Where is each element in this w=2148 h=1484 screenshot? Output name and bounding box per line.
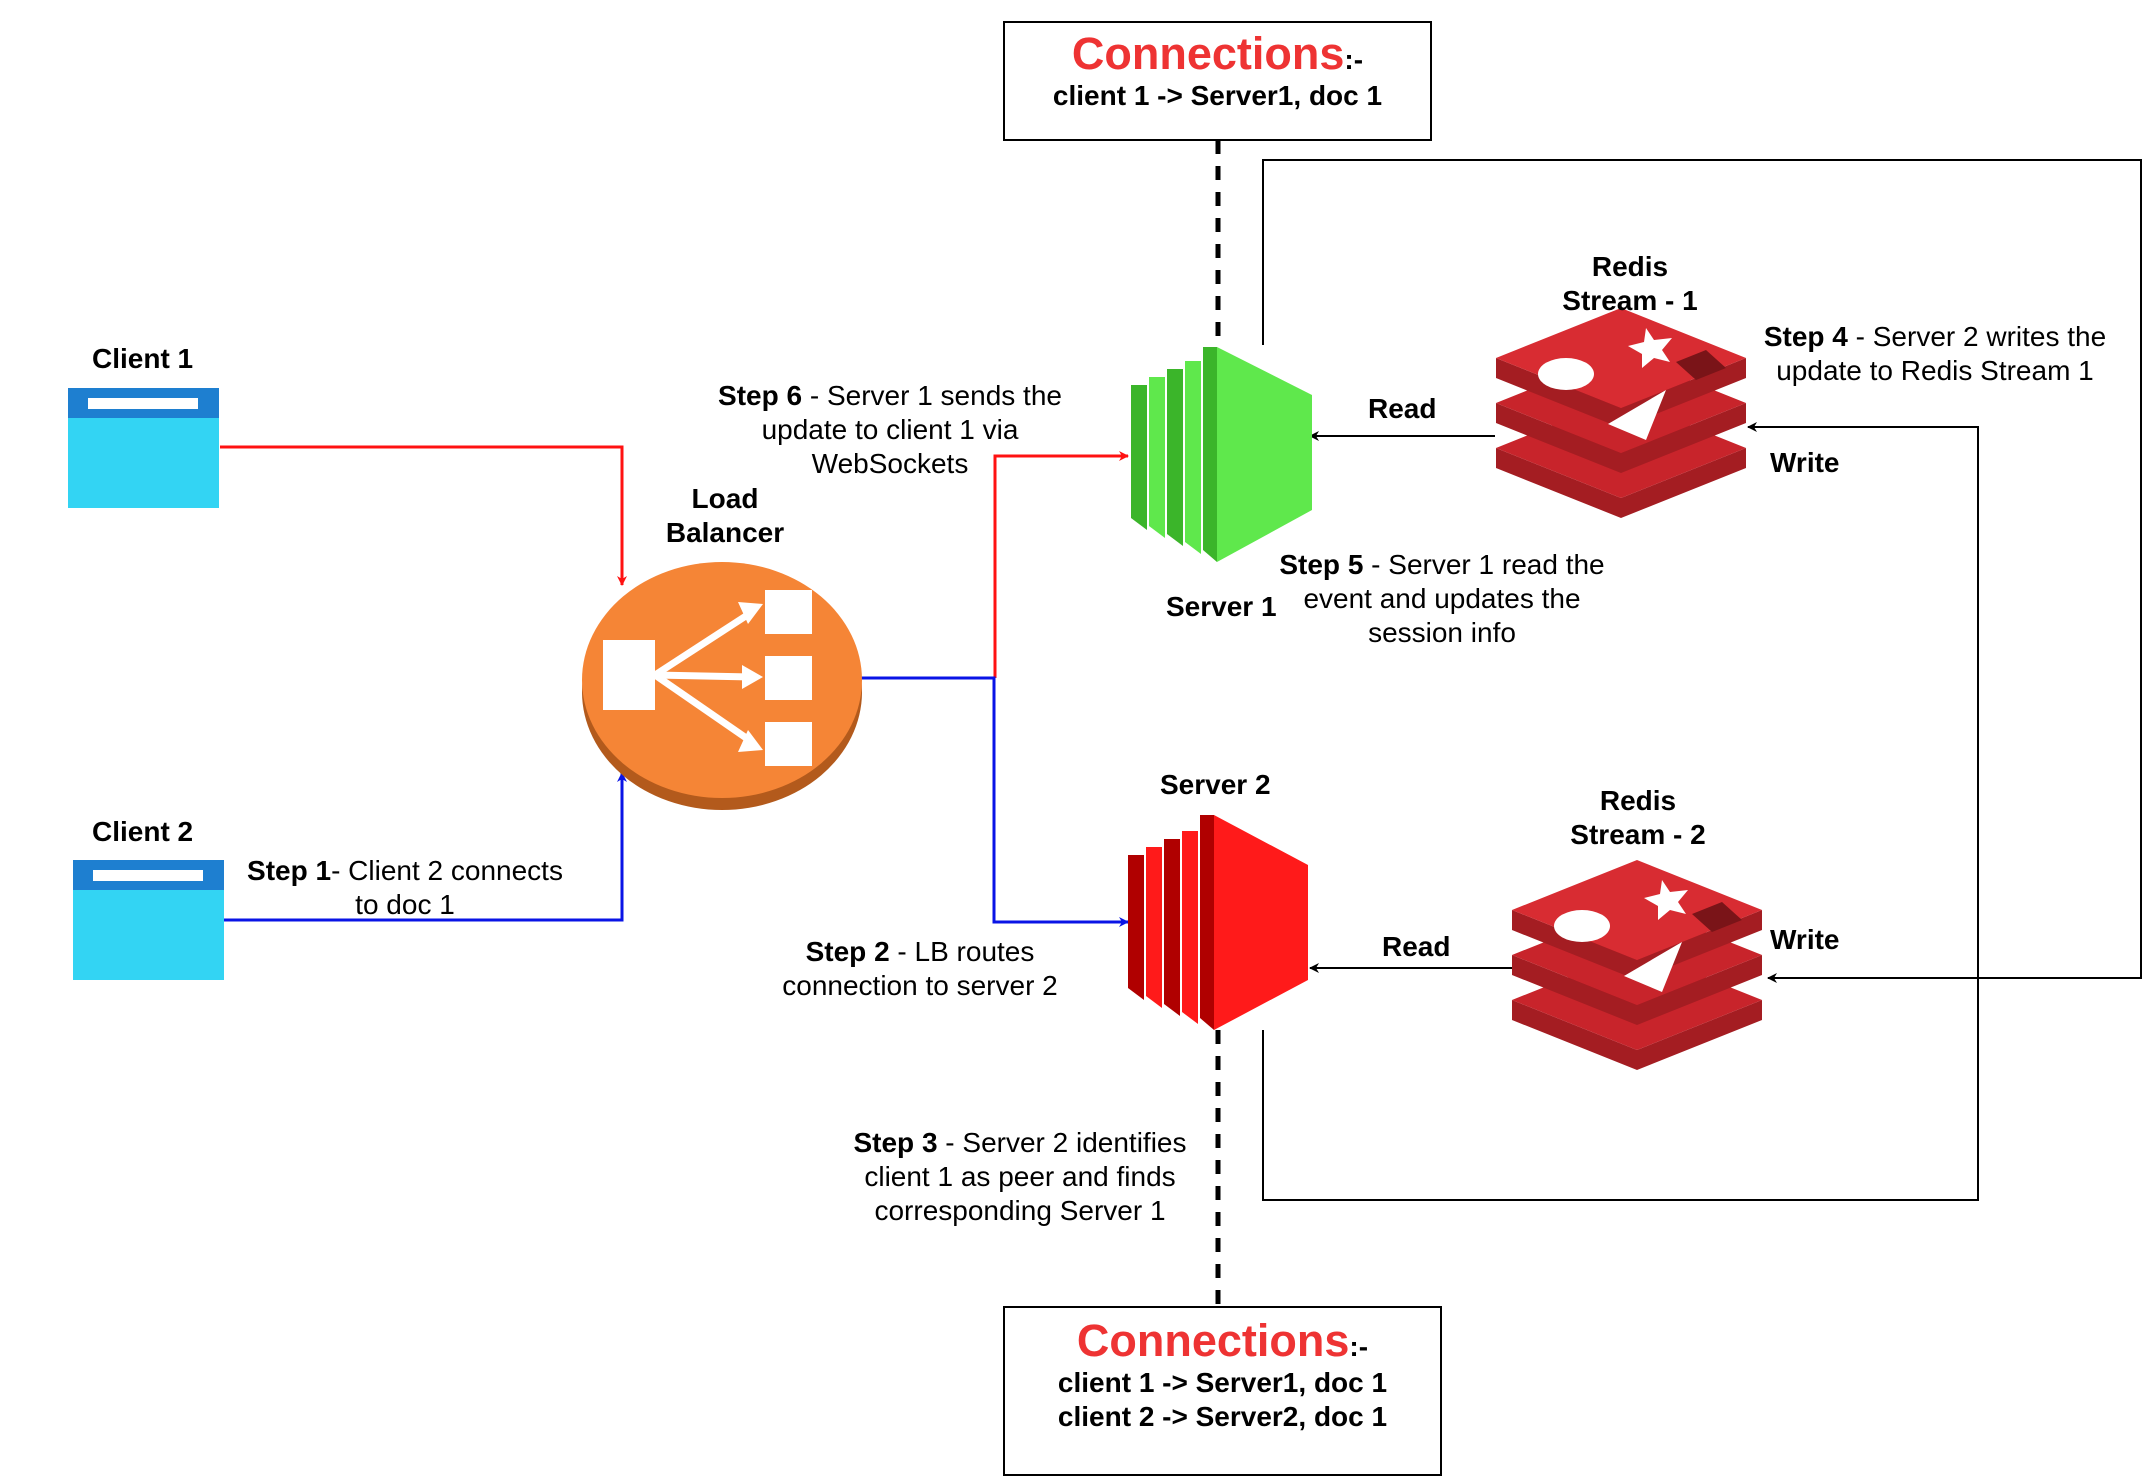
connections-title: Connections: [1071, 28, 1345, 79]
read-label: Read: [1382, 931, 1451, 962]
edge-lb-server1: [993, 451, 1129, 678]
connections-title: Connections: [1076, 1315, 1350, 1366]
read-label: Read: [1368, 393, 1437, 424]
server1-server-icon[interactable]: [1131, 347, 1312, 562]
server2-label: Server 2: [1160, 769, 1271, 800]
edge-server2-write-redis1: [1262, 422, 1979, 1201]
server2-server-icon[interactable]: [1128, 815, 1308, 1030]
connections-suffix: :-: [1344, 44, 1364, 75]
connections-box-bottom: Connections:- client 1 -> Server1, doc 1…: [1003, 1306, 1442, 1476]
connection-entry: client 2 -> Server2, doc 1: [1057, 1401, 1388, 1432]
write-label: Write: [1770, 924, 1840, 955]
connections-suffix: :-: [1349, 1331, 1369, 1362]
write-label: Write: [1770, 447, 1840, 478]
load-balancer-icon[interactable]: [582, 562, 862, 810]
client2-label: Client 2: [92, 816, 194, 847]
edge-client2-lb: [224, 772, 627, 922]
edge-server1-write-redis2: [1262, 159, 2142, 983]
connection-entry: client 1 -> Server1, doc 1: [1052, 80, 1383, 111]
edge-client1-lb: [220, 445, 627, 586]
client2-browser-window-icon[interactable]: [73, 860, 224, 980]
edge-lb-server2: [860, 676, 1129, 927]
connection-entry: client 1 -> Server1, doc 1: [1057, 1367, 1388, 1398]
redis-stream-1-icon[interactable]: [1496, 308, 1746, 518]
server1-label: Server 1: [1166, 591, 1277, 622]
client1-browser-window-icon[interactable]: [68, 388, 219, 508]
redis-stream-2-icon[interactable]: [1512, 860, 1762, 1070]
connections-box-top: Connections:- client 1 -> Server1, doc 1: [1003, 21, 1432, 141]
client1-label: Client 1: [92, 343, 194, 374]
